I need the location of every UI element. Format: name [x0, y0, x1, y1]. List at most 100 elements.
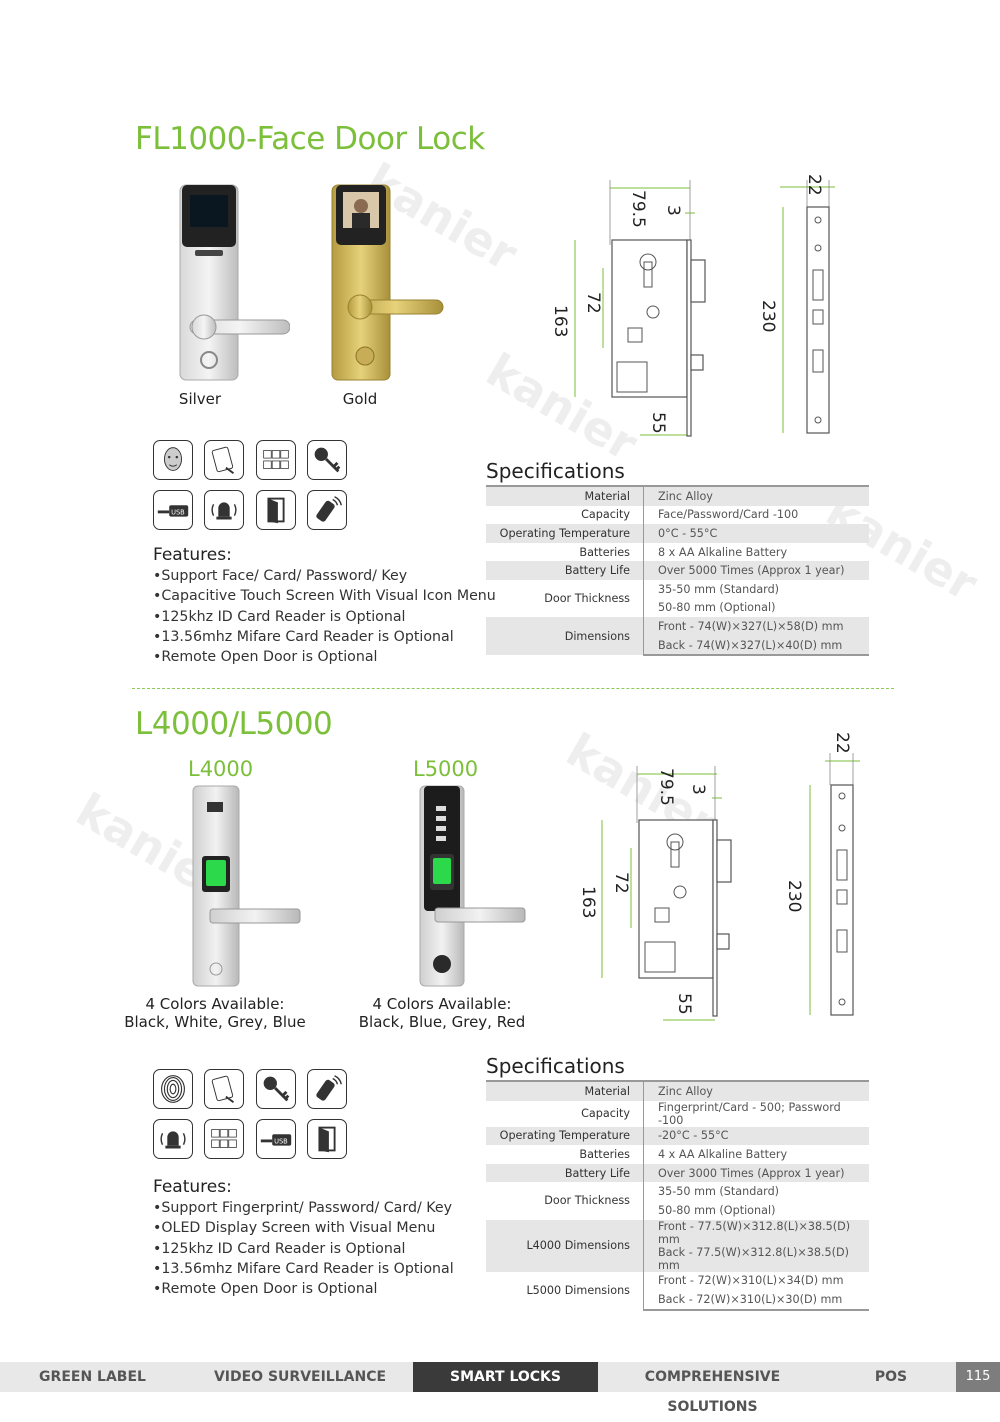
svg-text:USB: USB	[171, 508, 185, 516]
colors-list: Black, White, Grey, Blue	[124, 1013, 306, 1031]
feature-item: Capacitive Touch Screen With Visual Icon…	[153, 586, 495, 606]
spec-key: Material	[486, 485, 644, 506]
feature-item: OLED Display Screen with Visual Menu	[153, 1218, 454, 1238]
spec-key: Operating Temperature	[486, 1126, 644, 1146]
spec-key: Door Thickness	[486, 579, 644, 618]
spec-key: Battery Life	[486, 1163, 644, 1183]
features-list: Support Fingerprint/ Password/ Card/ Key…	[153, 1198, 454, 1299]
l5000-lock-image	[410, 784, 530, 989]
mortise-dimension-drawing: 22 3 79.5 163 72 55 230	[575, 728, 895, 1028]
spec-key: Batteries	[486, 1145, 644, 1164]
footer-item-pos[interactable]: POS	[874, 1369, 908, 1385]
remote-icon	[307, 490, 347, 530]
features-title: Features:	[153, 1177, 232, 1197]
keypad-icon	[204, 1119, 244, 1159]
spec-title: Specifications	[486, 459, 625, 483]
alarm-icon	[153, 1119, 193, 1159]
page-number: 115	[956, 1362, 1000, 1392]
colors-heading: 4 Colors Available:	[145, 995, 285, 1013]
spec-value: 4 x AA Alkaline Battery	[658, 1147, 788, 1161]
spec-key: Batteries	[486, 542, 644, 562]
feature-item: 125khz ID Card Reader is Optional	[153, 1239, 454, 1259]
footer-item-comprehensive-solutions[interactable]: COMPREHENSIVE SOLUTIONS	[644, 1369, 781, 1415]
spec-value: Over 3000 Times (Approx 1 year)	[643, 1163, 869, 1183]
dim-3: 3	[663, 205, 683, 216]
model-label-l5000: L5000	[413, 757, 479, 781]
features-title: Features:	[153, 545, 232, 565]
spec-value: -20°C - 55°C	[643, 1126, 869, 1146]
colors-list: Black, Blue, Grey, Red	[358, 1013, 526, 1031]
svg-text:USB: USB	[274, 1137, 288, 1145]
feature-item: Remote Open Door is Optional	[153, 647, 496, 667]
feature-item: 125khz ID Card Reader is Optional	[153, 607, 496, 627]
spec-value: 50-80 mm (Optional)	[658, 601, 776, 615]
dim-55: 55	[674, 993, 694, 1015]
spec-value: Back - 74(W)×327(L)×40(D) mm	[643, 635, 869, 657]
feature-item: 13.56mhz Mifare Card Reader is Optional	[153, 1259, 453, 1279]
footer-item-smart-locks[interactable]: SMART LOCKS	[413, 1362, 598, 1392]
dim-3: 3	[688, 784, 708, 795]
dim-22: 22	[832, 732, 852, 754]
gold-lock-image	[310, 180, 450, 385]
door-icon	[256, 490, 296, 530]
dim-79-5: 79.5	[656, 768, 676, 806]
key-icon	[307, 440, 347, 480]
dim-230: 230	[784, 880, 804, 912]
key-icon	[256, 1069, 296, 1109]
mortise-dimension-drawing: 22 3 79.5 163 72 55 230	[545, 150, 865, 445]
footer-item-video-surveillance[interactable]: VIDEO SURVEILLANCE	[213, 1369, 387, 1385]
spec-value: Back - 72(W)×310(L)×30(D) mm	[643, 1290, 869, 1311]
l4000-colors: 4 Colors Available: Black, White, Grey, …	[120, 995, 310, 1031]
dim-79-5: 79.5	[628, 190, 648, 228]
card-icon	[204, 440, 244, 480]
spec-key: L4000 Dimensions	[486, 1219, 644, 1272]
dim-55: 55	[648, 412, 668, 434]
variant-label-silver: Silver	[178, 390, 222, 408]
spec-key: Capacity	[486, 505, 644, 525]
footer-item-green-label[interactable]: GREEN LABEL	[39, 1369, 146, 1385]
spec-value: 0°C - 55°C	[643, 524, 869, 543]
spec-key: Material	[486, 1080, 644, 1101]
face-icon	[153, 440, 193, 480]
spec-value: Front - 72(W)×310(L)×34(D) mm	[658, 1274, 844, 1288]
spec-value: Front - 77.5(W)×312.8(L)×38.5(D) mm	[643, 1219, 869, 1246]
dim-72: 72	[583, 292, 603, 314]
section-divider	[132, 688, 894, 689]
feature-item: Remote Open Door is Optional	[153, 1279, 454, 1299]
card-icon	[204, 1069, 244, 1109]
remote-icon	[307, 1069, 347, 1109]
spec-value: Fingerprint/Card - 500; Password -100	[658, 1100, 841, 1127]
spec-value: 50-80 mm (Optional)	[658, 1203, 776, 1217]
usb-icon: USB	[256, 1119, 296, 1159]
colors-heading: 4 Colors Available:	[372, 995, 512, 1013]
spec-value: 35-50 mm (Standard)	[658, 582, 780, 596]
dim-22: 22	[804, 174, 824, 196]
spec-value: 35-50 mm (Standard)	[658, 1185, 780, 1199]
features-list: Support Face/ Card/ Password/ Key Capaci…	[153, 566, 496, 667]
spec-key: Capacity	[486, 1100, 644, 1127]
section1-title: FL1000-Face Door Lock	[135, 121, 485, 157]
door-icon	[307, 1119, 347, 1159]
dim-163: 163	[578, 886, 598, 918]
l4000-lock-image	[185, 784, 305, 989]
keypad-icon	[256, 440, 296, 480]
l5000-colors: 4 Colors Available: Black, Blue, Grey, R…	[352, 995, 532, 1031]
footer-nav: GREEN LABEL VIDEO SURVEILLANCE SMART LOC…	[0, 1362, 1000, 1415]
spec-value: Back - 77.5(W)×312.8(L)×38.5(D) mm	[643, 1245, 869, 1272]
spec-key: L5000 Dimensions	[486, 1271, 644, 1310]
feature-item: Support Fingerprint/ Password/ Card/ Key	[153, 1198, 454, 1218]
spec-key: Battery Life	[486, 561, 644, 580]
section2-title: L4000/L5000	[135, 706, 333, 742]
spec-value: Zinc Alloy	[643, 1080, 869, 1101]
feature-item: 13.56mhz Mifare Card Reader is Optional	[153, 627, 496, 647]
spec-value: Front - 74(W)×327(L)×58(D) mm	[643, 617, 869, 636]
dim-230: 230	[758, 300, 778, 332]
spec-value: 8 x AA Alkaline Battery	[658, 545, 788, 559]
spec-key: Door Thickness	[486, 1182, 644, 1220]
spec-key: Operating Temperature	[486, 524, 644, 543]
dim-72: 72	[611, 872, 631, 894]
spec-value: Face/Password/Card -100	[658, 508, 799, 522]
usb-icon: USB	[153, 490, 193, 530]
